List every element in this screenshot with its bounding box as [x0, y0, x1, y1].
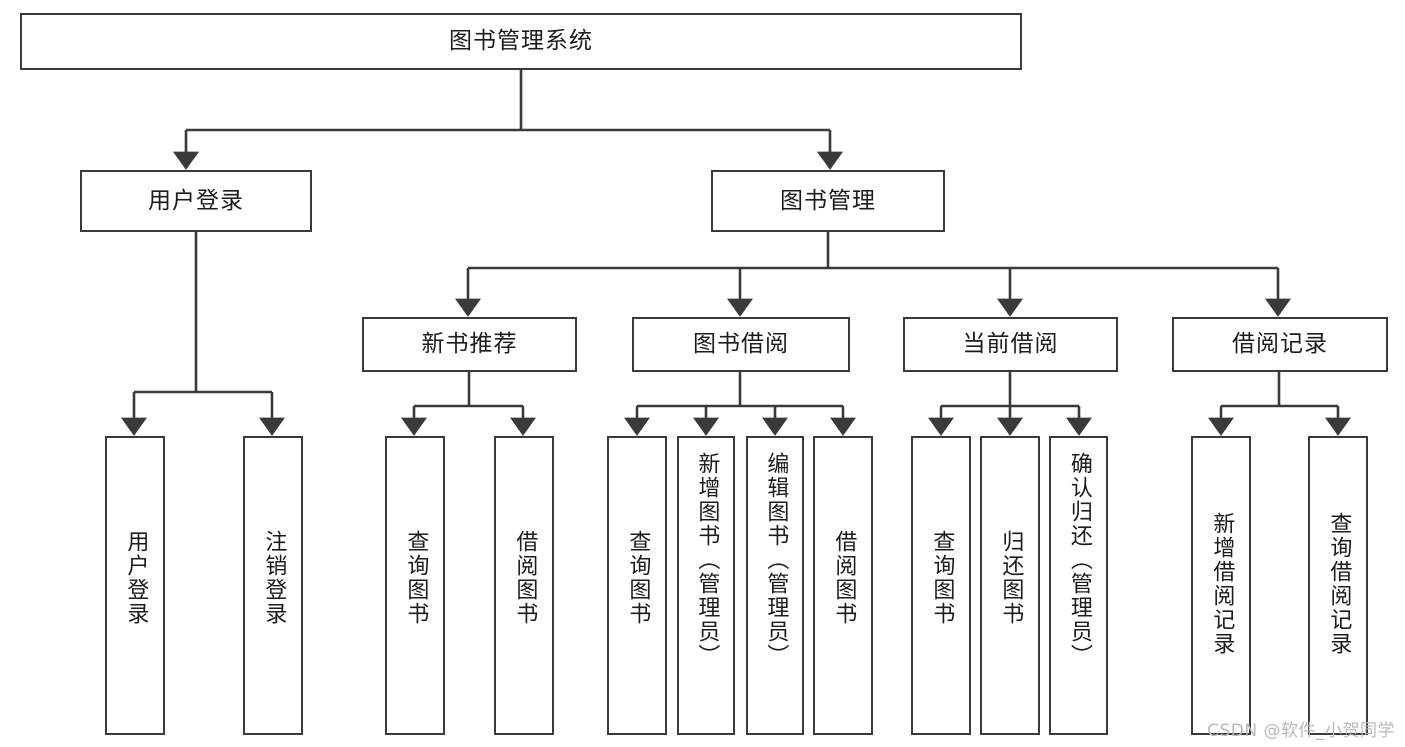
node-user-login-label: 用户登录 — [148, 187, 244, 214]
node-leaf-add-borrow-record[interactable]: 新增借阅记录 — [1191, 436, 1251, 735]
node-leaf-query-borrow-record-label: 查询借阅记录 — [1326, 512, 1352, 656]
watermark: CSDN @软件_小贺同学 — [1207, 721, 1395, 741]
node-leaf-logout-label: 注销登录 — [261, 530, 287, 626]
node-borrow-record-label: 借阅记录 — [1232, 331, 1328, 358]
node-user-login[interactable]: 用户登录 — [80, 170, 312, 232]
node-leaf-query-borrow-record[interactable]: 查询借阅记录 — [1308, 436, 1368, 735]
node-leaf-query-book-2[interactable]: 查询图书 — [607, 436, 667, 735]
node-book-borrow[interactable]: 图书借阅 — [632, 317, 850, 372]
node-leaf-return-book[interactable]: 归还图书 — [980, 436, 1040, 735]
node-root[interactable]: 图书管理系统 — [20, 13, 1022, 70]
node-leaf-user-login[interactable]: 用户登录 — [105, 436, 165, 735]
node-leaf-add-book-admin[interactable]: 新增图书（管理员） — [677, 436, 735, 735]
node-leaf-query-book-3-label: 查询图书 — [929, 530, 955, 626]
node-leaf-query-book-1-label: 查询图书 — [403, 530, 429, 626]
node-book-borrow-label: 图书借阅 — [693, 331, 789, 358]
node-leaf-query-book-2-label: 查询图书 — [625, 530, 651, 626]
node-current-borrow-label: 当前借阅 — [962, 331, 1059, 358]
node-borrow-record[interactable]: 借阅记录 — [1172, 317, 1388, 372]
node-leaf-borrow-book-1-label: 借阅图书 — [512, 530, 538, 626]
node-leaf-edit-book-admin-label: 编辑图书（管理员） — [763, 452, 789, 668]
node-book-manage[interactable]: 图书管理 — [711, 170, 945, 232]
node-leaf-return-book-label: 归还图书 — [998, 530, 1024, 626]
node-leaf-borrow-book-2-label: 借阅图书 — [831, 530, 857, 626]
node-leaf-edit-book-admin[interactable]: 编辑图书（管理员） — [746, 436, 804, 735]
node-book-manage-label: 图书管理 — [780, 187, 876, 214]
node-leaf-add-borrow-record-label: 新增借阅记录 — [1209, 512, 1235, 656]
node-leaf-confirm-return-admin[interactable]: 确认归还（管理员） — [1049, 436, 1108, 735]
node-leaf-user-login-label: 用户登录 — [123, 530, 149, 626]
node-root-label: 图书管理系统 — [449, 28, 593, 55]
node-new-book-rec-label: 新书推荐 — [421, 331, 518, 358]
node-leaf-logout[interactable]: 注销登录 — [243, 436, 303, 735]
node-current-borrow[interactable]: 当前借阅 — [903, 317, 1118, 372]
node-leaf-borrow-book-1[interactable]: 借阅图书 — [494, 436, 554, 735]
node-leaf-add-book-admin-label: 新增图书（管理员） — [694, 452, 720, 668]
node-leaf-borrow-book-2[interactable]: 借阅图书 — [813, 436, 873, 735]
node-new-book-rec[interactable]: 新书推荐 — [362, 317, 577, 372]
node-leaf-query-book-3[interactable]: 查询图书 — [911, 436, 971, 735]
node-leaf-confirm-return-admin-label: 确认归还（管理员） — [1066, 452, 1092, 668]
node-leaf-query-book-1[interactable]: 查询图书 — [385, 436, 445, 735]
